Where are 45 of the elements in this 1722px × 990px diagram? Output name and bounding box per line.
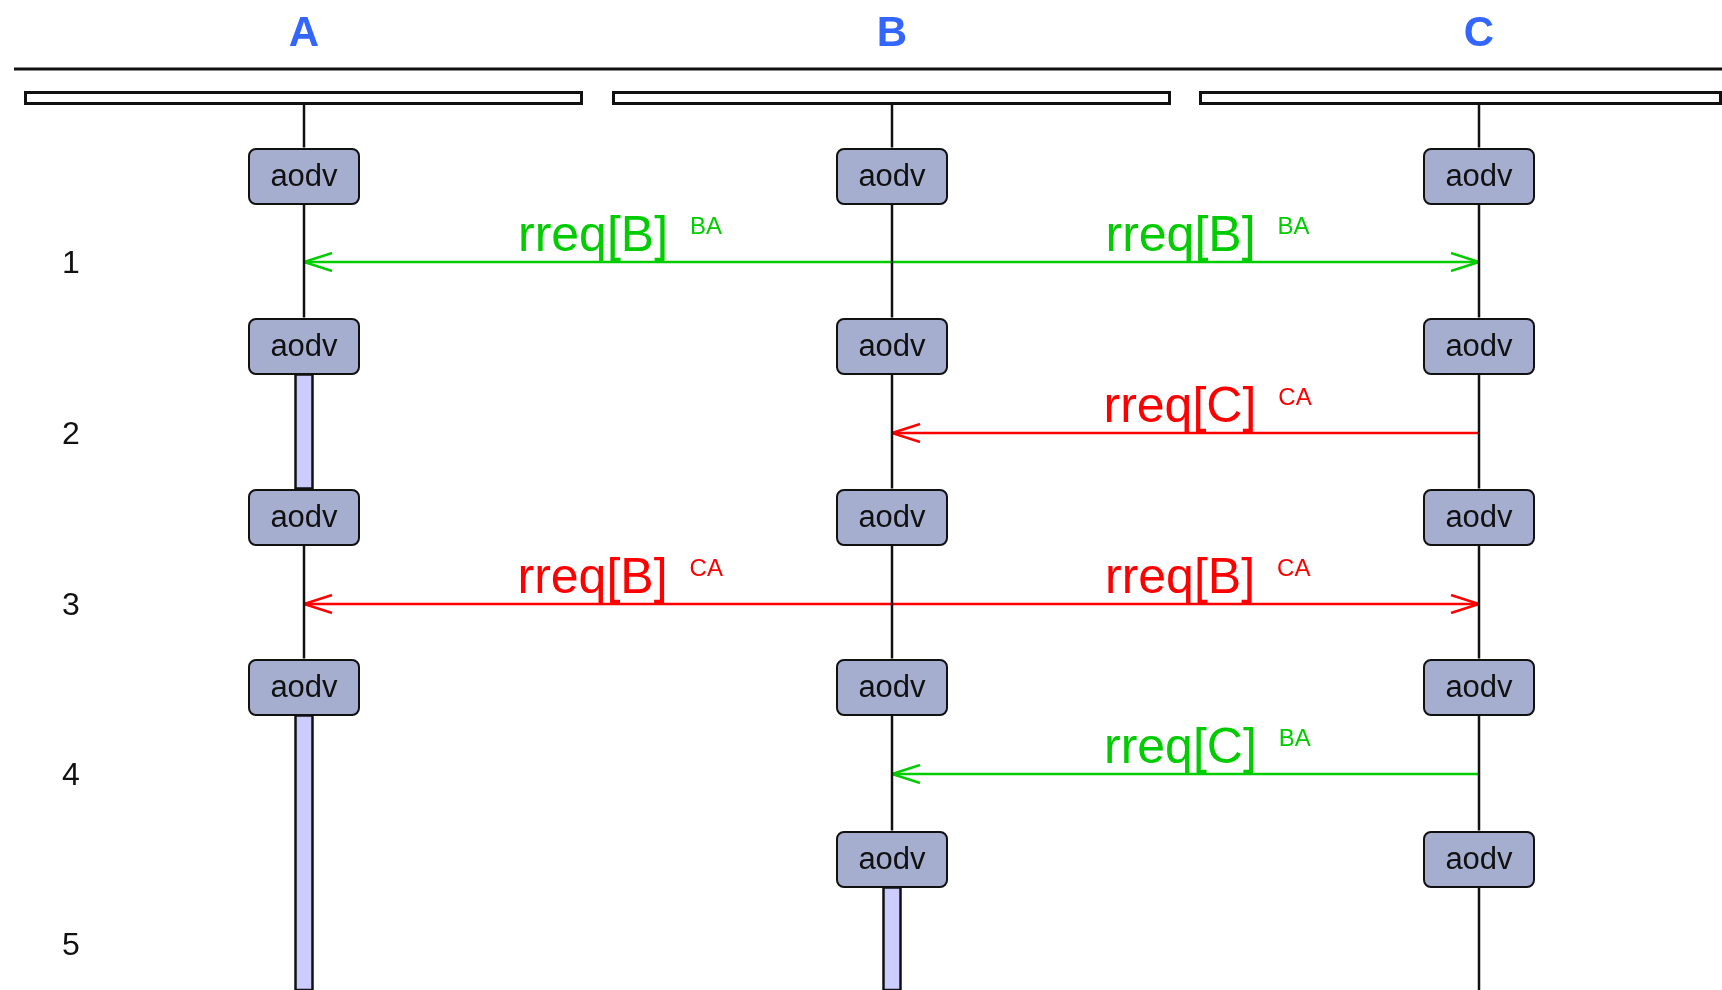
message-arrow xyxy=(892,593,1481,615)
process-box: aodv xyxy=(248,317,360,375)
lifeline xyxy=(1477,545,1481,659)
message-arrow xyxy=(302,251,892,273)
process-box: aodv xyxy=(1423,658,1535,716)
process-box: aodv xyxy=(836,658,948,716)
lifeline xyxy=(890,374,894,489)
lifeline xyxy=(890,204,894,318)
step-number: 2 xyxy=(61,416,81,450)
step-number: 3 xyxy=(61,587,81,621)
step-number: 1 xyxy=(61,245,81,279)
process-box: aodv xyxy=(836,317,948,375)
step-number: 4 xyxy=(61,757,81,791)
lifeline xyxy=(1477,105,1481,148)
participant-label: B xyxy=(875,10,909,54)
message-arrow xyxy=(890,763,1479,785)
process-box: aodv xyxy=(1423,317,1535,375)
lifeline xyxy=(1477,715,1481,831)
lifeline xyxy=(1477,374,1481,489)
process-box: aodv xyxy=(248,488,360,546)
activation-bar xyxy=(294,373,314,490)
process-box: aodv xyxy=(1423,830,1535,888)
process-box: aodv xyxy=(1423,488,1535,546)
participant-label: A xyxy=(287,10,321,54)
process-box: aodv xyxy=(1423,147,1535,205)
participant-label: C xyxy=(1462,10,1496,54)
lifeline xyxy=(1477,887,1481,990)
lifeline xyxy=(302,105,306,148)
lifeline xyxy=(890,545,894,659)
lifeline xyxy=(302,204,306,318)
lifeline xyxy=(890,715,894,831)
process-box: aodv xyxy=(248,658,360,716)
lifeline xyxy=(302,545,306,659)
message-arrow xyxy=(890,422,1479,444)
process-box: aodv xyxy=(248,147,360,205)
message-arrow xyxy=(302,593,892,615)
process-box: aodv xyxy=(836,830,948,888)
message-arrow xyxy=(892,251,1481,273)
process-box: aodv xyxy=(836,488,948,546)
step-number: 5 xyxy=(61,927,81,961)
lifeline xyxy=(1477,204,1481,318)
activation-bar xyxy=(882,886,902,990)
lifeline xyxy=(890,105,894,148)
activation-bar xyxy=(294,714,314,990)
process-box: aodv xyxy=(836,147,948,205)
